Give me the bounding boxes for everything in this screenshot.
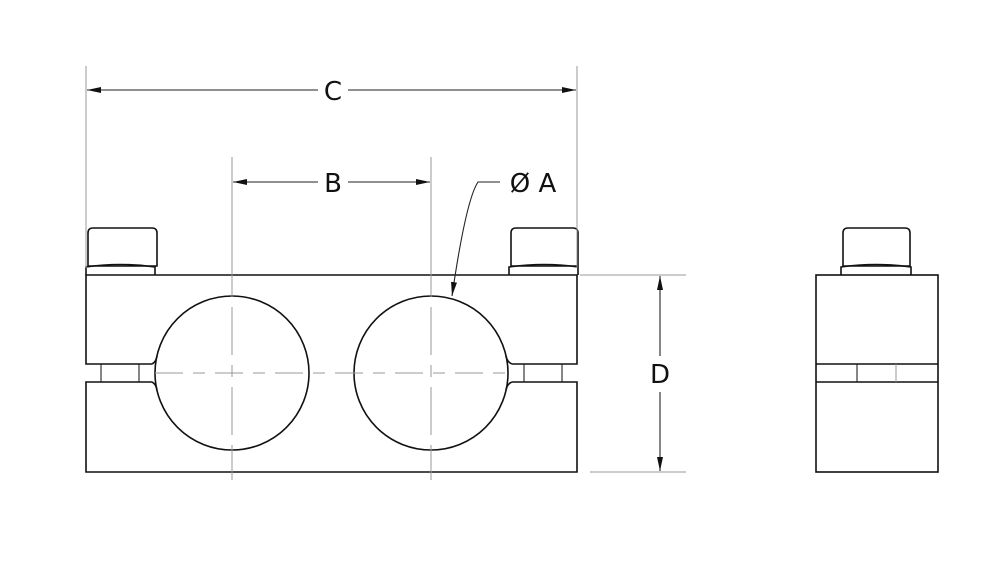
bolt-shank-left [100,364,140,382]
lower-block [85,381,578,473]
dimension-c-label: C [324,77,342,107]
bolt-shank-right [523,364,563,382]
front-view [85,157,579,480]
right-screw [508,227,579,275]
upper-block [85,274,578,365]
dimension-b: B [233,169,430,199]
side-view [815,227,939,473]
dimension-a: Ø A [451,169,557,297]
dimension-d: D [580,274,686,473]
left-screw [85,227,158,275]
dimension-c: C [85,66,578,268]
dimension-a-label: Ø A [510,169,557,199]
dimension-b-label: B [324,169,342,199]
dimension-d-label: D [650,360,670,390]
